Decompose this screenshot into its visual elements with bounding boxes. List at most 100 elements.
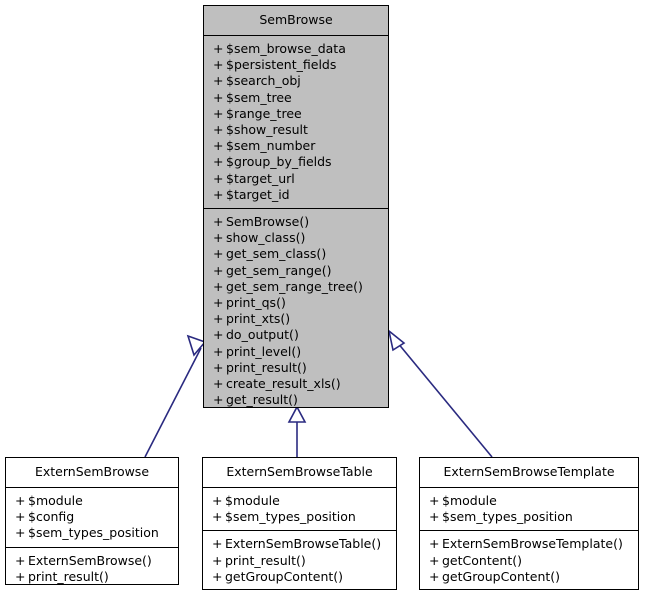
- class-operations-extern-sem-browse: +ExternSemBrowse() +print_result(): [6, 548, 178, 584]
- inheritance-edge-extern-sem-browse-template: [396, 341, 493, 458]
- operation-label: get_result(): [226, 392, 298, 408]
- class-operations-sem-browse: +SemBrowse() +show_class() +get_sem_clas…: [204, 209, 388, 408]
- operation-label: print_level(): [226, 343, 302, 359]
- operation-row: +print_xts(): [204, 311, 388, 327]
- attribute-label: $config: [28, 509, 75, 525]
- visibility-marker: +: [213, 246, 224, 262]
- visibility-marker: +: [15, 509, 26, 525]
- operation-row: +show_class(): [204, 230, 388, 246]
- visibility-marker: +: [213, 57, 224, 73]
- class-section-divider: [203, 487, 396, 488]
- visibility-marker: +: [213, 343, 224, 359]
- attribute-label: $sem_types_position: [28, 525, 159, 541]
- attribute-row: +$module: [203, 493, 396, 509]
- visibility-marker: +: [212, 493, 223, 508]
- visibility-marker: +: [213, 392, 224, 408]
- visibility-marker: +: [15, 525, 26, 541]
- visibility-marker: +: [213, 359, 224, 375]
- operation-row: +create_result_xls(): [204, 376, 388, 392]
- visibility-marker: +: [429, 568, 440, 584]
- operation-label: get_sem_class(): [226, 246, 327, 262]
- class-title-extern-sem-browse-template: ExternSemBrowseTemplate: [443, 464, 615, 479]
- class-box-extern-sem-browse[interactable]: ExternSemBrowse +$module +$config +$sem_…: [5, 457, 179, 585]
- visibility-marker: +: [213, 278, 224, 294]
- attribute-row: +$sem_tree: [204, 90, 388, 106]
- operation-label: get_sem_range_tree(): [226, 278, 363, 294]
- operation-label: SemBrowse(): [226, 214, 310, 230]
- visibility-marker: +: [429, 493, 440, 508]
- attribute-row: +$config: [6, 509, 178, 525]
- class-section-divider: [6, 487, 178, 488]
- class-section-divider: [203, 530, 396, 532]
- attribute-row: +$range_tree: [204, 106, 388, 122]
- attribute-row: +$sem_number: [204, 138, 388, 154]
- class-attributes-extern-sem-browse-template: +$module +$sem_types_position: [420, 488, 638, 530]
- operation-label: ExternSemBrowse(): [28, 552, 152, 568]
- attribute-label: $sem_browse_data: [226, 41, 346, 56]
- class-attributes-extern-sem-browse-table: +$module +$sem_types_position: [203, 488, 396, 530]
- operation-label: show_class(): [226, 230, 306, 246]
- class-operations-extern-sem-browse-template: +ExternSemBrowseTemplate() +getContent()…: [420, 531, 638, 589]
- attribute-label: $search_obj: [226, 73, 301, 89]
- operation-label: print_result(): [226, 359, 307, 375]
- visibility-marker: +: [213, 154, 224, 170]
- operation-row: +getContent(): [420, 553, 638, 569]
- attribute-label: $persistent_fields: [226, 57, 337, 73]
- operation-label: do_output(): [226, 327, 299, 343]
- attribute-row: +$sem_browse_data: [204, 41, 388, 57]
- operation-label: ExternSemBrowseTemplate(): [442, 536, 623, 552]
- class-section-divider: [6, 546, 178, 548]
- visibility-marker: +: [212, 536, 223, 552]
- attribute-label: $module: [442, 493, 497, 508]
- visibility-marker: +: [212, 509, 223, 525]
- class-box-extern-sem-browse-table[interactable]: ExternSemBrowseTable +$module +$sem_type…: [202, 457, 397, 590]
- attribute-label: $module: [28, 493, 83, 508]
- operation-row: +print_level(): [204, 344, 388, 360]
- class-box-sem-browse[interactable]: SemBrowse +$sem_browse_data +$persistent…: [203, 5, 389, 408]
- class-title-extern-sem-browse: ExternSemBrowse: [34, 464, 150, 479]
- attribute-label: $target_url: [226, 170, 295, 186]
- attribute-row: +$persistent_fields: [204, 57, 388, 73]
- operation-row: +ExternSemBrowseTemplate(): [420, 536, 638, 552]
- attribute-row: +$show_result: [204, 122, 388, 138]
- visibility-marker: +: [213, 41, 224, 56]
- visibility-marker: +: [213, 214, 224, 230]
- class-section-divider: [204, 208, 388, 210]
- operation-label: ExternSemBrowseTable(): [225, 536, 382, 552]
- operation-row: +SemBrowse(): [204, 214, 388, 230]
- class-box-extern-sem-browse-template[interactable]: ExternSemBrowseTemplate +$module +$sem_t…: [419, 457, 639, 590]
- attribute-label: $target_id: [226, 186, 290, 202]
- visibility-marker: +: [213, 105, 224, 121]
- visibility-marker: +: [213, 73, 224, 89]
- visibility-marker: +: [429, 552, 440, 568]
- operation-row: +get_sem_range(): [204, 263, 388, 279]
- operation-label: print_xts(): [226, 311, 291, 327]
- attribute-row: +$module: [420, 493, 638, 509]
- operation-row: +ExternSemBrowse(): [6, 553, 178, 569]
- visibility-marker: +: [213, 89, 224, 105]
- operation-row: +get_result(): [204, 392, 388, 408]
- operation-row: +get_sem_range_tree(): [204, 279, 388, 295]
- visibility-marker: +: [213, 295, 224, 311]
- operation-label: get_sem_range(): [226, 262, 332, 278]
- attribute-label: $group_by_fields: [226, 154, 332, 170]
- attribute-label: $show_result: [226, 122, 308, 138]
- class-section-divider: [204, 35, 388, 36]
- visibility-marker: +: [213, 376, 224, 392]
- visibility-marker: +: [429, 536, 440, 552]
- visibility-marker: +: [213, 327, 224, 343]
- attribute-row: +$target_url: [204, 171, 388, 187]
- class-operations-extern-sem-browse-table: +ExternSemBrowseTable() +print_result() …: [203, 531, 396, 589]
- attribute-row: +$target_id: [204, 187, 388, 203]
- operation-row: +ExternSemBrowseTable(): [203, 536, 396, 552]
- attribute-label: $sem_number: [226, 138, 316, 154]
- operation-label: print_result(): [225, 552, 306, 568]
- class-section-divider: [420, 530, 638, 532]
- visibility-marker: +: [15, 552, 26, 568]
- attribute-row: +$module: [6, 493, 178, 509]
- visibility-marker: +: [15, 493, 26, 508]
- attribute-label: $range_tree: [226, 105, 302, 121]
- operation-row: +print_result(): [6, 569, 178, 584]
- attribute-row: +$group_by_fields: [204, 154, 388, 170]
